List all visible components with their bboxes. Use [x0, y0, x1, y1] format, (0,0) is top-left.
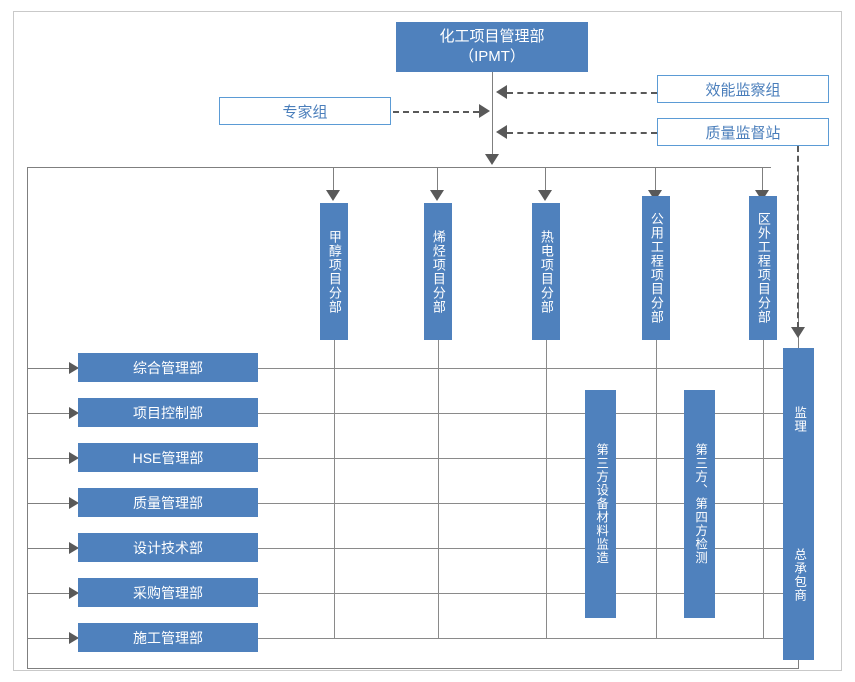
advisory-group-label: 专家组 — [282, 103, 328, 121]
project-division-label-1: 甲醇项目分部 — [326, 229, 342, 314]
division-drop-arrow-icon-5 — [755, 190, 769, 201]
department-label-6: 采购管理部 — [133, 584, 203, 601]
grid-vline-3 — [546, 340, 547, 638]
department-label-7: 施工管理部 — [133, 629, 203, 646]
department-label-2: 项目控制部 — [133, 404, 203, 421]
department-box-6[interactable]: 采购管理部 — [78, 578, 258, 607]
department-branch-arrow-icon-3 — [69, 452, 79, 464]
department-box-7[interactable]: 施工管理部 — [78, 623, 258, 652]
third-party-box-2[interactable]: 第三方、第四方检测 — [684, 390, 715, 618]
department-row-line-4 — [258, 503, 806, 504]
department-branch-arrow-icon-6 — [69, 587, 79, 599]
supervisor-label: 监理 — [792, 405, 807, 433]
division-drop-line-3 — [545, 167, 546, 194]
department-box-4[interactable]: 质量管理部 — [78, 488, 258, 517]
department-label-1: 综合管理部 — [133, 359, 203, 376]
advisory-group-box[interactable]: 专家组 — [219, 97, 391, 125]
department-branch-line-6 — [27, 593, 70, 594]
project-division-label-2: 烯烃项目分部 — [430, 229, 446, 314]
quality-to-supervisor-arrow-icon — [791, 327, 805, 338]
department-box-1[interactable]: 综合管理部 — [78, 353, 258, 382]
department-row-line-1 — [258, 368, 806, 369]
department-branch-arrow-icon-2 — [69, 407, 79, 419]
project-division-label-4: 公用工程项目分部 — [648, 212, 664, 324]
outer-frame — [13, 11, 842, 671]
efficiency-arrow-icon — [496, 85, 507, 99]
department-branch-arrow-icon-1 — [69, 362, 79, 374]
grid-vline-5 — [763, 340, 764, 638]
quality-supervision-box[interactable]: 质量监督站 — [657, 118, 829, 146]
department-branch-line-3 — [27, 458, 70, 459]
project-division-box-2[interactable]: 烯烃项目分部 — [424, 203, 452, 340]
department-row-line-2 — [258, 413, 806, 414]
division-drop-line-1 — [333, 167, 334, 194]
department-branch-arrow-icon-5 — [69, 542, 79, 554]
project-division-box-4[interactable]: 公用工程项目分部 — [642, 196, 670, 340]
ipmt-title-line2: （IPMT） — [459, 48, 525, 65]
general-contractor-label: 总承包商 — [792, 548, 807, 603]
advisory-dashed-connector — [393, 111, 479, 113]
grid-vline-4 — [656, 340, 657, 638]
ipmt-stem-line — [492, 72, 493, 158]
ipmt-title-box[interactable]: 化工项目管理部 （IPMT） — [396, 22, 588, 72]
department-row-line-6 — [258, 593, 806, 594]
division-drop-arrow-icon-3 — [538, 190, 552, 201]
quality-supervision-arrow-icon — [496, 125, 507, 139]
division-drop-arrow-icon-2 — [430, 190, 444, 201]
ipmt-stem-arrow-icon — [485, 154, 499, 165]
department-branch-line-1 — [27, 368, 70, 369]
division-drop-line-4 — [655, 167, 656, 194]
third-party-label-2: 第三方、第四方检测 — [693, 443, 708, 565]
ipmt-title-line1: 化工项目管理部 — [439, 27, 545, 45]
grid-vline-2 — [438, 340, 439, 638]
efficiency-inspection-label: 效能监察组 — [705, 81, 781, 99]
department-label-4: 质量管理部 — [133, 494, 203, 511]
department-label-5: 设计技术部 — [133, 539, 203, 556]
supervisor-contractor-column[interactable]: 监理 总承包商 — [783, 348, 814, 660]
project-division-box-5[interactable]: 区外工程项目分部 — [749, 196, 777, 340]
division-drop-line-2 — [437, 167, 438, 194]
division-drop-arrow-icon-4 — [648, 190, 662, 201]
department-branch-line-2 — [27, 413, 70, 414]
department-label-3: HSE管理部 — [132, 449, 204, 466]
quality-supervision-label: 质量监督站 — [705, 124, 781, 142]
project-division-label-5: 区外工程项目分部 — [755, 212, 771, 324]
division-drop-line-5 — [762, 167, 763, 194]
department-branch-line-5 — [27, 548, 70, 549]
project-division-box-3[interactable]: 热电项目分部 — [532, 203, 560, 340]
distribution-bar — [27, 167, 771, 168]
third-party-label-1: 第三方设备材料监造 — [594, 443, 609, 565]
department-box-5[interactable]: 设计技术部 — [78, 533, 258, 562]
department-row-line-7 — [258, 638, 806, 639]
department-row-line-5 — [258, 548, 806, 549]
grid-vline-1 — [334, 340, 335, 638]
project-division-label-3: 热电项目分部 — [538, 229, 554, 314]
advisory-arrow-icon — [479, 104, 490, 118]
department-branch-arrow-icon-7 — [69, 632, 79, 644]
department-branch-arrow-icon-4 — [69, 497, 79, 509]
quality-supervision-dashed-connector — [507, 132, 657, 134]
quality-to-supervisor-dashed-line — [797, 146, 799, 328]
project-division-box-1[interactable]: 甲醇项目分部 — [320, 203, 348, 340]
efficiency-dashed-connector — [507, 92, 657, 94]
department-branch-line-7 — [27, 638, 70, 639]
division-drop-arrow-icon-1 — [326, 190, 340, 201]
department-box-2[interactable]: 项目控制部 — [78, 398, 258, 427]
efficiency-inspection-box[interactable]: 效能监察组 — [657, 75, 829, 103]
department-branch-line-4 — [27, 503, 70, 504]
department-box-3[interactable]: HSE管理部 — [78, 443, 258, 472]
department-row-line-3 — [258, 458, 806, 459]
department-spine-line — [27, 167, 28, 638]
third-party-box-1[interactable]: 第三方设备材料监造 — [585, 390, 616, 618]
